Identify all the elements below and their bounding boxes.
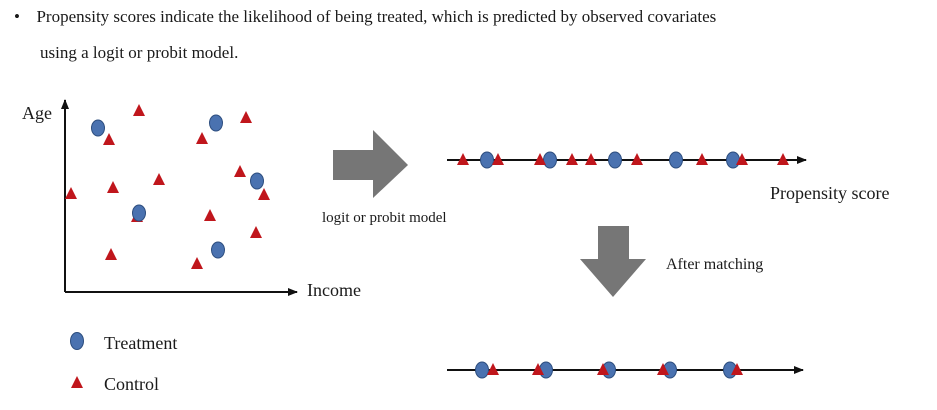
- bullet-marker: •: [14, 7, 20, 26]
- control-point: [191, 257, 203, 269]
- control-marker: [487, 363, 499, 375]
- treatment-point: [250, 172, 264, 190]
- control-point: [234, 165, 246, 177]
- treatment-point: [91, 119, 105, 137]
- legend-control-icon: [71, 376, 83, 388]
- control-marker: [696, 153, 708, 165]
- bullet-text-line-2: using a logit or probit model.: [40, 43, 239, 62]
- control-point: [107, 181, 119, 193]
- treatment-marker: [726, 151, 740, 169]
- control-point: [250, 226, 262, 238]
- legend-treatment-icon: [70, 332, 84, 350]
- control-marker: [597, 363, 609, 375]
- control-point: [258, 188, 270, 200]
- treatment-point: [132, 204, 146, 222]
- scatter-y-axis-label: Age: [22, 103, 52, 123]
- control-marker: [492, 153, 504, 165]
- control-point: [65, 187, 77, 199]
- control-marker: [532, 363, 544, 375]
- model-arrow-right: [333, 130, 408, 198]
- legend-treatment-label: Treatment: [104, 333, 177, 353]
- control-marker: [534, 153, 546, 165]
- bullet-text-line-1: Propensity scores indicate the likelihoo…: [36, 7, 717, 26]
- treatment-marker: [543, 151, 557, 169]
- treatment-point: [211, 241, 225, 259]
- control-marker: [585, 153, 597, 165]
- treatment-marker: [669, 151, 683, 169]
- matched-score-markers: [475, 361, 743, 379]
- control-point: [133, 104, 145, 116]
- matching-arrow-down: [580, 226, 646, 297]
- treatment-marker: [480, 151, 494, 169]
- propensity-score-label: Propensity score: [770, 183, 889, 203]
- scatter-points: [65, 104, 270, 269]
- propensity-score-markers: [457, 151, 789, 169]
- control-point: [240, 111, 252, 123]
- bullet-line-2: using a logit or probit model.: [40, 43, 238, 63]
- control-marker: [731, 363, 743, 375]
- control-marker: [631, 153, 643, 165]
- control-marker: [657, 363, 669, 375]
- bullet-line-1: • Propensity scores indicate the likelih…: [14, 7, 716, 27]
- treatment-point: [209, 114, 223, 132]
- treatment-marker: [608, 151, 622, 169]
- after-matching-label: After matching: [666, 256, 763, 273]
- model-arrow-label: logit or probit model: [322, 210, 447, 226]
- legend-control-label: Control: [104, 374, 159, 394]
- control-point: [196, 132, 208, 144]
- treatment-marker: [475, 361, 489, 379]
- control-point: [153, 173, 165, 185]
- control-point: [204, 209, 216, 221]
- control-marker: [736, 153, 748, 165]
- scatter-x-axis-label: Income: [307, 280, 361, 300]
- control-marker: [457, 153, 469, 165]
- control-point: [105, 248, 117, 260]
- control-marker: [777, 153, 789, 165]
- control-point: [103, 133, 115, 145]
- control-marker: [566, 153, 578, 165]
